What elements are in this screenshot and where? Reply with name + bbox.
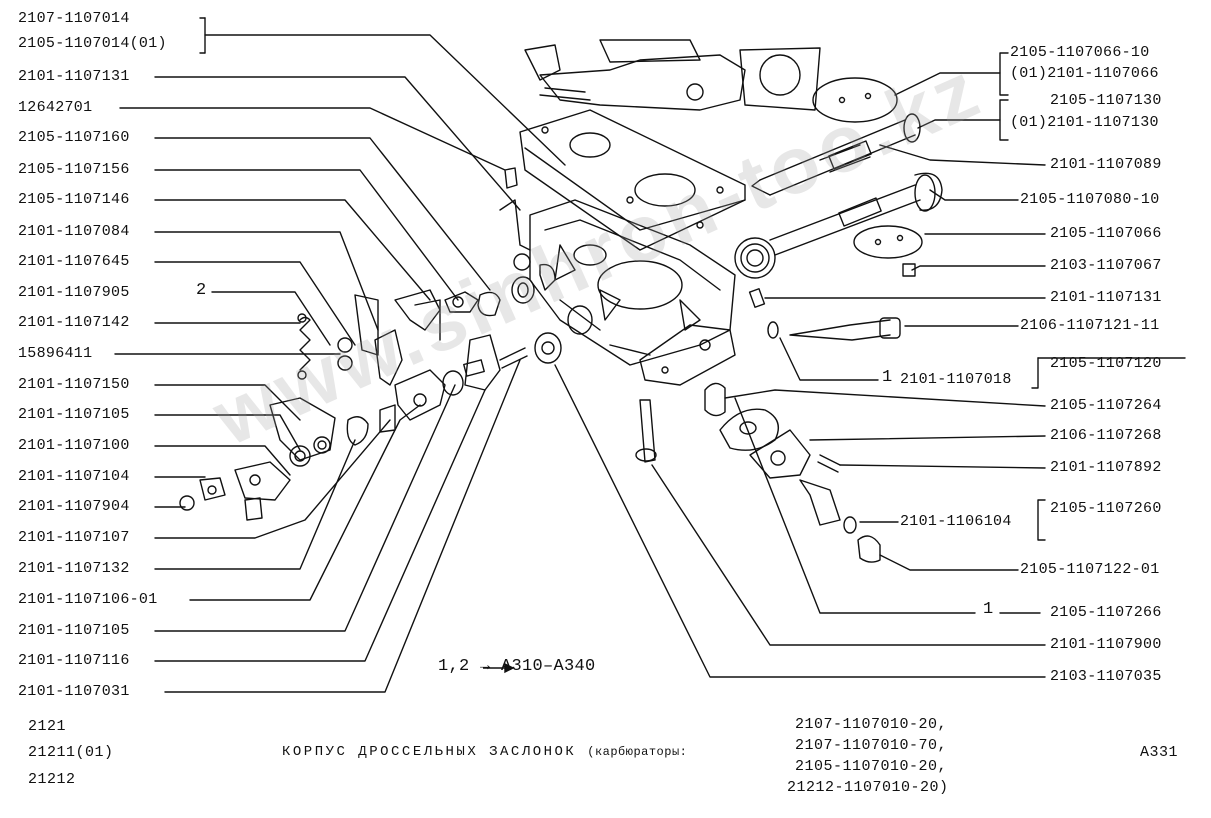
right-label: 2105-1107122-01 (1020, 561, 1160, 578)
model-code: 2121 (28, 718, 67, 735)
right-label: 2101-1107892 (1050, 459, 1162, 476)
right-label: 2105-1107264 (1050, 397, 1162, 414)
right-label: 2101-1107089 (1050, 156, 1162, 173)
left-label: 2105-1107146 (18, 191, 130, 208)
range-note-arrow (483, 662, 515, 674)
right-label: 2105-1107066-10 (1010, 44, 1150, 61)
left-label: 2101-1107031 (18, 683, 130, 700)
left-label: 2101-1107107 (18, 529, 130, 546)
right-label: (01)2101-1107130 (1010, 114, 1159, 131)
left-label: 2101-1107116 (18, 652, 130, 669)
right-label: 2106-1107268 (1050, 427, 1162, 444)
right-label: 2106-1107121-11 (1020, 317, 1160, 334)
left-label: 2101-1107142 (18, 314, 130, 331)
carburetor-code: 2107-1107010-20, (795, 716, 948, 733)
left-label: 2101-1107100 (18, 437, 130, 454)
carburetor-code: 2107-1107010-70, (795, 737, 948, 754)
carburetor-code: 2105-1107010-20, (795, 758, 948, 775)
right-label: 2103-1107035 (1050, 668, 1162, 685)
right-label: 2105-1107080-10 (1020, 191, 1160, 208)
right-label: 2105-1107066 (1050, 225, 1162, 242)
left-label: 2101-1107084 (18, 223, 130, 240)
right-label: 2101-1107018 (900, 371, 1012, 388)
idle-screw-sketch (767, 317, 901, 341)
page-title: КОРПУС ДРОССЕЛЬНЫХ ЗАСЛОНОК (карбюраторы… (282, 744, 687, 760)
left-label: 15896411 (18, 345, 93, 362)
throttle-shafts-sketch (734, 77, 943, 308)
callout-number: 1 (882, 368, 893, 387)
left-label: 2105-1107156 (18, 161, 130, 178)
right-label: 2101-1107131 (1050, 289, 1162, 306)
right-label: 2103-1107067 (1050, 257, 1162, 274)
left-label: 2101-1107106-01 (18, 591, 158, 608)
model-code: 21211(01) (28, 744, 114, 761)
left-leader-lines (114, 17, 566, 693)
left-label: 2101-1107904 (18, 498, 130, 515)
left-label: 2101-1107905 (18, 284, 130, 301)
linkage-parts-sketch (179, 167, 593, 521)
left-label: 12642701 (18, 99, 93, 116)
right-label: 2101-1107900 (1050, 636, 1162, 653)
callout-number: 1 (983, 600, 994, 619)
left-label: 2107-1107014 (18, 10, 130, 27)
right-label: 2105-1107130 (1050, 92, 1162, 109)
left-label: 2101-1107131 (18, 68, 130, 85)
left-label: 2101-1107645 (18, 253, 130, 270)
left-label: 2101-1107104 (18, 468, 130, 485)
right-label: (01)2101-1107066 (1010, 65, 1159, 82)
left-label: 2101-1107105 (18, 406, 130, 423)
page-title-text: КОРПУС ДРОССЕЛЬНЫХ ЗАСЛОНОК (282, 744, 577, 760)
page-title-sub: (карбюраторы: (587, 745, 688, 759)
range-note: 1,2 → А310–А340 (438, 657, 596, 676)
callout-number: 2 (196, 281, 207, 300)
left-label: 2105-1107160 (18, 129, 130, 146)
left-label: 2101-1107132 (18, 560, 130, 577)
left-label: 2101-1107105 (18, 622, 130, 639)
carburetor-code: 21212-1107010-20) (787, 779, 949, 796)
right-label: 2101-1106104 (900, 513, 1012, 530)
right-label: 2105-1107260 (1050, 500, 1162, 517)
right-label: 2105-1107120 (1050, 355, 1162, 372)
right-leader-lines (554, 52, 1186, 678)
model-code: 21212 (28, 771, 76, 788)
page-code: А331 (1140, 744, 1179, 761)
valve-parts-sketch (635, 382, 881, 563)
left-label: 2101-1107150 (18, 376, 130, 393)
top-left-bracket (199, 17, 206, 54)
throttle-body-sketch (529, 199, 736, 386)
upper-carburetor-body-sketch (519, 39, 821, 251)
right-label: 2105-1107266 (1050, 604, 1162, 621)
left-label: 2105-1107014(01) (18, 35, 167, 52)
